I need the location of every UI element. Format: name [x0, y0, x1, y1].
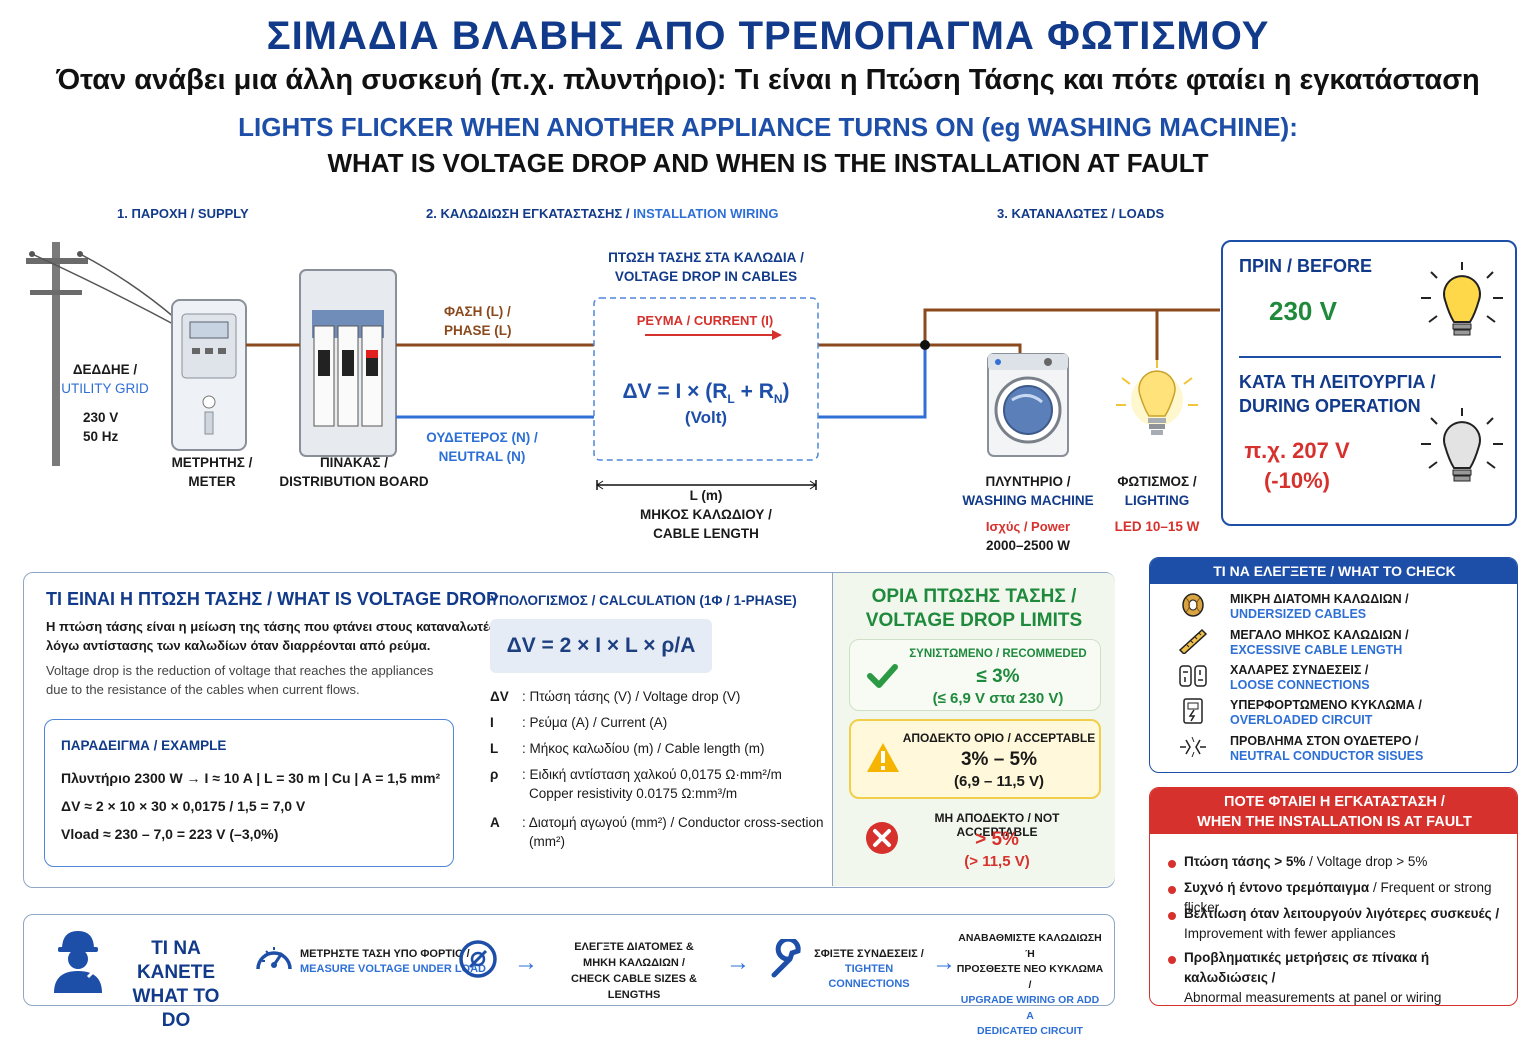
- drop-formula: ΔV = I × (RL + RN): [622, 380, 790, 407]
- grid-label: ΔΕΔΔΗΕ / UTILITY GRID: [61, 362, 149, 396]
- voltage-comparison-panel: ΠΡΙΝ / BEFORE 230 V ΚΑΤΑ ΤΗ ΛΕΙΤΟΥΡΓΙΑ /…: [1221, 240, 1517, 526]
- electrician-icon: [54, 931, 108, 993]
- arrow-2-icon: →: [726, 949, 750, 976]
- drop-unit: (Volt): [684, 408, 728, 427]
- calc-title: ΥΠΟΛΟΓΙΣΜΟΣ / CALCULATION (1Φ / 1-PHASE): [490, 593, 797, 608]
- step-check-cables: ΕΛΕΓΞΤΕ ΔΙΑΤΟΜΕΣ &ΜΗΚΗ ΚΑΛΩΔΙΩΝ /CHECK C…: [571, 941, 697, 1001]
- section-supply: 1. ΠΑΡΟΧΗ / SUPPLY: [117, 206, 249, 221]
- example-line1: Πλυντήριο 2300 W → I ≈ 10 A | L = 30 m |…: [61, 770, 441, 786]
- dim-bulb-icon: [1421, 408, 1503, 482]
- wrench-icon: [771, 939, 801, 978]
- grid-voltage: 230 V 50 Hz: [83, 410, 119, 444]
- what-is-title: ΤΙ ΕΙΝΑΙ Η ΠΤΩΣΗ ΤΑΣΗΣ / WHAT IS VOLTAGE…: [46, 589, 499, 609]
- what-is-english: Voltage drop is the reduction of voltage…: [46, 663, 434, 697]
- panel-divider: [1239, 356, 1501, 358]
- limits-panel: ΟΡΙΑ ΠΤΩΣΗΣ ΤΑΣΗΣ /VOLTAGE DROP LIMITS Σ…: [832, 573, 1115, 886]
- example-line2: ΔV ≈ 2 × 10 × 30 × 0,0175 / 1,5 = 7,0 V: [61, 798, 306, 814]
- example-title: ΠΑΡΑΔΕΙΓΜΑ / EXAMPLE: [61, 738, 227, 753]
- cable-check-icon: [459, 940, 497, 978]
- check-item-1: ΜΙΚΡΗ ΔΙΑΤΟΜΗ ΚΑΛΩΔΙΩΝ /UNDERSIZED CABLE…: [1230, 592, 1409, 621]
- before-label: ΠΡΙΝ / BEFORE: [1239, 256, 1373, 276]
- check-item-3: ΧΑΛΑΡΕΣ ΣΥΝΔΕΣΕΙΣ /LOOSE CONNECTIONS: [1230, 663, 1370, 692]
- washer-label: ΠΛΥΝΤΗΡΙΟ / WASHING MACHINE Ισχύς / Powe…: [962, 474, 1094, 553]
- what-to-check-title: ΤΙ ΝΑ ΕΛΕΓΞΕΤΕ / WHAT TO CHECK: [1150, 558, 1517, 584]
- fault-item-1: Πτώση τάσης > 5% / Voltage drop > 5%: [1184, 854, 1428, 869]
- limits-title: ΟΡΙΑ ΠΤΩΣΗΣ ΤΑΣΗΣ /VOLTAGE DROP LIMITS: [865, 586, 1083, 631]
- calc-var-a: A: Διατομή αγωγού (mm²) / Conductor cros…: [490, 815, 824, 849]
- limit-not-acceptable: ΜΗ ΑΠΟΔΕΚΤΟ / NOT ACCEPTABLE > 5% (> 11,…: [849, 805, 1101, 877]
- step-measure: ΜΕΤΡΗΣΤΕ ΤΑΣΗ ΥΠΟ ΦΟΡΤΙΟ /MEASURE VOLTAG…: [300, 948, 486, 975]
- meter-icon: [171, 299, 247, 451]
- arrow-3-icon: →: [932, 949, 956, 976]
- overloaded-circuit-icon: [1183, 698, 1203, 724]
- washing-machine-icon: [987, 353, 1069, 457]
- lit-bulb-icon: [1421, 262, 1503, 336]
- warning-icon: [867, 743, 899, 772]
- ruler-icon: [1178, 628, 1208, 654]
- calc-var-dv: ΔV: Πτώση τάσης (V) / Voltage drop (V): [490, 689, 741, 704]
- limit-acceptable: ΑΠΟΔΕΚΤΟ ΟΡΙΟ / ACCEPTABLE 3% – 5% (6,9 …: [849, 719, 1101, 799]
- before-value: 230 V: [1269, 296, 1337, 326]
- wiring-diagram: [26, 242, 1220, 490]
- meter-label: ΜΕΤΡΗΤΗΣ /METER: [171, 455, 253, 489]
- gauge-icon: [256, 947, 292, 970]
- page-subtitle: Όταν ανάβει μια άλλη συσκευή (π.χ. πλυντ…: [56, 64, 1480, 96]
- error-icon: [866, 822, 898, 854]
- example-line3: Vload ≈ 230 – 7,0 = 223 V (–3,0%): [61, 826, 279, 842]
- current-label: ΡΕΥΜΑ / CURRENT (I): [636, 313, 774, 328]
- limit-recommended: ΣΥΝΙΣΤΩΜΕΝΟ / RECOMMEDED ≤ 3% (≤ 6,9 V σ…: [849, 639, 1101, 711]
- check-item-2: ΜΕΓΑΛΟ ΜΗΚΟΣ ΚΑΛΩΔΙΩΝ /EXCESSIVE CABLE L…: [1230, 628, 1409, 657]
- fault-item-2: Συχνό ή έντονο τρεμόπαιγμα / Frequent or…: [1184, 880, 1492, 915]
- phase-label: ΦΑΣΗ (L) /PHASE (L): [444, 304, 512, 338]
- check-item-4: ΥΠΕΡΦΟΡΤΩΜΕΝΟ ΚΥΚΛΩΜΑ /OVERLOADED CIRCUI…: [1230, 698, 1422, 727]
- during-label: ΚΑΤΑ ΤΗ ΛΕΙΤΟΥΡΓΙΑ /DURING OPERATION: [1239, 372, 1436, 416]
- led-bulb-icon: [1116, 360, 1198, 435]
- distribution-board-icon: [299, 269, 397, 457]
- section-loads: 3. ΚΑΤΑΝΑΛΩΤΕΣ / LOADS: [997, 206, 1165, 221]
- info-panel: ΤΙ ΕΙΝΑΙ Η ΠΤΩΣΗ ΤΑΣΗΣ / WHAT IS VOLTAGE…: [23, 572, 1115, 888]
- calc-var-l: L: Μήκος καλωδίου (m) / Cable length (m): [490, 741, 765, 756]
- what-is-greek: Η πτώση τάσης είναι η μείωση της τάσης π…: [46, 619, 496, 653]
- calc-var-rho: ρ: Ειδική αντίσταση χαλκού 0,0175 Ω·mm²/…: [490, 767, 782, 801]
- cable-length-label: L (m)ΜΗΚΟΣ ΚΑΛΩΔΙΟΥ /CABLE LENGTH: [640, 488, 772, 541]
- check-icon: [867, 664, 898, 688]
- what-to-check-panel: ΤΙ ΝΑ ΕΛΕΓΞΕΤΕ / WHAT TO CHECK ΜΙΚΡΗ ΔΙΑ…: [1149, 557, 1518, 773]
- cable-spool-icon: [1182, 593, 1204, 617]
- arrow-1-icon: →: [514, 949, 538, 976]
- lighting-label: ΦΩΤΙΣΜΟΣ / LIGHTING LED 10–15 W: [1114, 474, 1200, 534]
- page-title: ΣΙΜΑΔΙΑ ΒΛΑΒΗΣ ΑΠΟ ΤΡΕΜΟΠΑΓΜΑ ΦΩΤΙΣΜΟΥ: [266, 14, 1270, 58]
- example-box: ΠΑΡΑΔΕΙΓΜΑ / EXAMPLE Πλυντήριο 2300 W → …: [44, 719, 454, 867]
- step-tighten: ΣΦΙΞΤΕ ΣΥΝΔΕΣΕΙΣ /TIGHTEN CONNECTIONS: [814, 948, 924, 990]
- check-item-5: ΠΡΟΒΛΗΜΑ ΣΤΟΝ ΟΥΔΕΤΕΡΟ /NEUTRAL CONDUCTO…: [1230, 734, 1424, 763]
- board-label: ΠΙΝΑΚΑΣ /DISTRIBUTION BOARD: [279, 455, 429, 489]
- section-wiring: 2. ΚΑΛΩΔΙΩΣΗ ΕΓΚΑΤΑΣΤΑΣΗΣ / INSTALLATION…: [426, 206, 779, 221]
- voltage-drop-title: ΠΤΩΣΗ ΤΑΣΗΣ ΣΤΑ ΚΑΛΩΔΙΑ /VOLTAGE DROP IN…: [608, 250, 804, 284]
- during-value: π.χ. 207 V(-10%): [1244, 438, 1350, 493]
- utility-pole-icon: [26, 242, 176, 466]
- fault-title: ΠΟΤΕ ΦΤΑΙΕΙ Η ΕΓΚΑΤΑΣΤΑΣΗ /WHEN THE INST…: [1150, 788, 1517, 834]
- english-title-line2: WHAT IS VOLTAGE DROP AND WHEN IS THE INS…: [327, 148, 1209, 178]
- calc-var-i: I: Ρεύμα (A) / Current (A): [490, 715, 668, 730]
- loose-connection-icon: [1179, 665, 1207, 687]
- calc-formula: ΔV = 2 × I × L × ρ/A: [490, 619, 712, 673]
- neutral-issue-icon: [1180, 736, 1206, 758]
- fault-item-4: Προβληματικές μετρήσεις σε πίνακα ή καλω…: [1184, 950, 1442, 1005]
- english-title-line1: LIGHTS FLICKER WHEN ANOTHER APPLIANCE TU…: [238, 112, 1298, 142]
- neutral-label: ΟΥΔΕΤΕΡΟΣ (N) /NEUTRAL (N): [426, 430, 538, 464]
- fault-item-3: Βελτίωση όταν λειτουργούν λιγότερες συσκ…: [1184, 906, 1500, 941]
- installation-fault-panel: ΠΟΤΕ ΦΤΑΙΕΙ Η ΕΓΚΑΤΑΣΤΑΣΗ /WHEN THE INST…: [1149, 787, 1518, 1006]
